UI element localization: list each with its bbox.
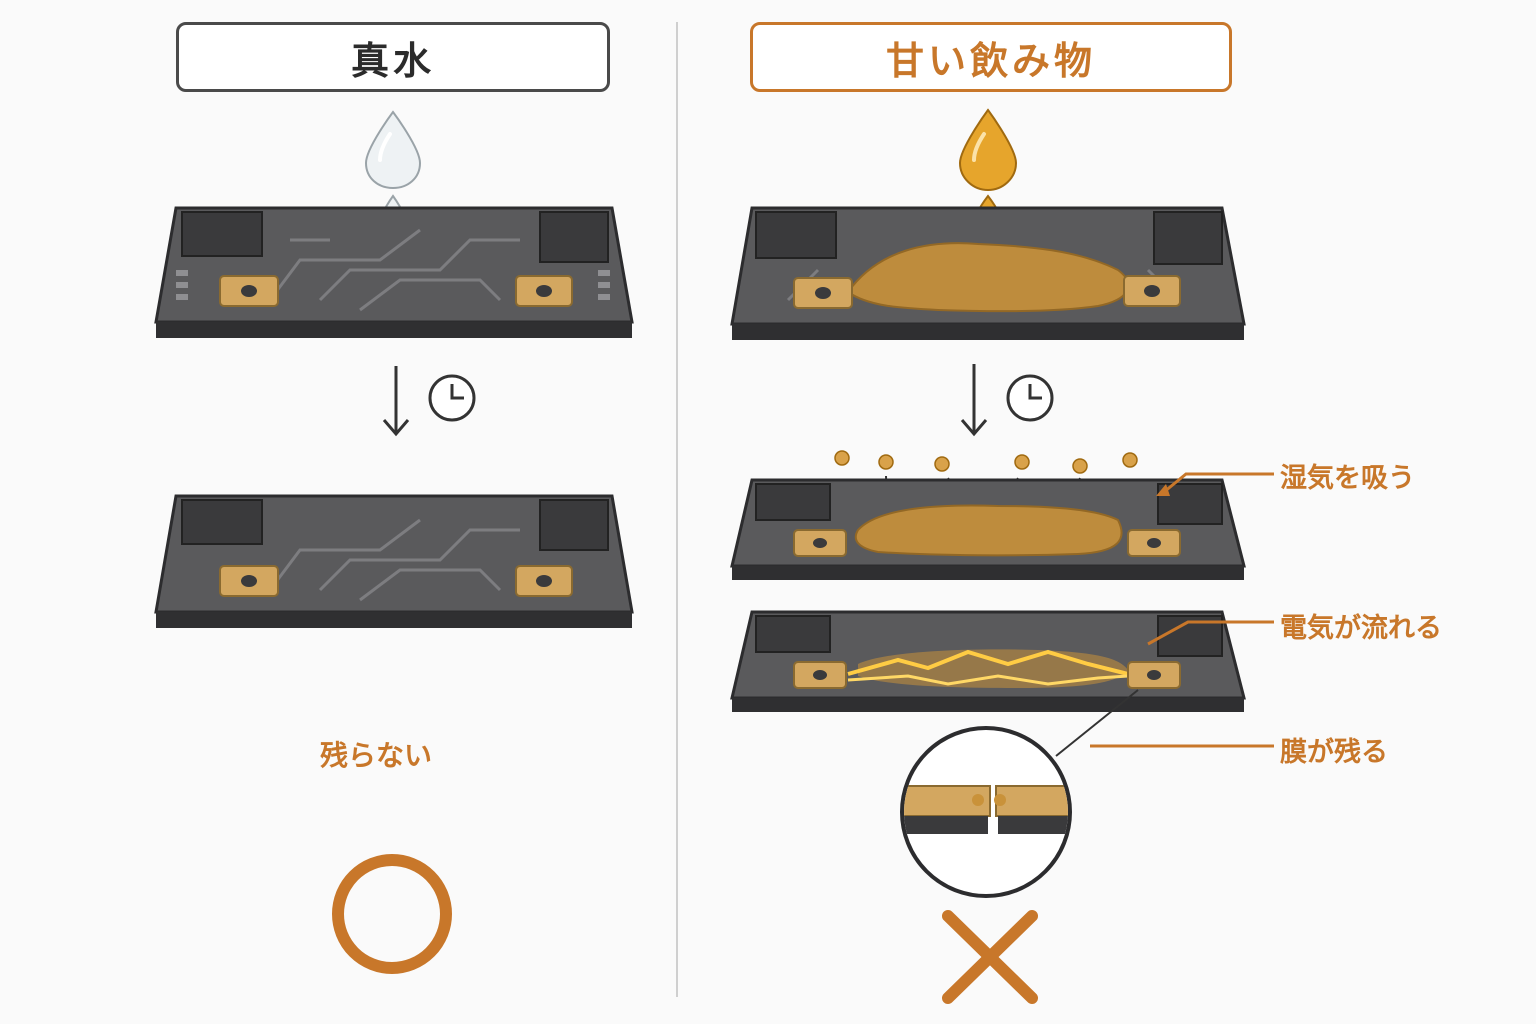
fresh-water-illustration [154, 110, 634, 974]
sweet-drink-title: 甘い飲み物 [750, 22, 1232, 92]
circuit-board-after [154, 494, 634, 628]
sweet-drink-illustration [730, 108, 1274, 1004]
ok-circle-icon [332, 854, 452, 974]
panel-divider [676, 22, 678, 997]
callout-conducts-electricity: 電気が流れる [1280, 613, 1442, 644]
fresh-water-title: 真水 [176, 22, 610, 92]
callout-absorbs-moisture: 湿気を吸う [1280, 463, 1415, 494]
sweet-drink-panel: 甘い飲み物 [678, 0, 1536, 1024]
clock-icon [428, 374, 476, 422]
circuit-board-short [730, 610, 1246, 712]
circuit-board-spill [730, 206, 1246, 340]
ng-cross-icon [942, 910, 1038, 1004]
moisture-particles [834, 450, 1138, 474]
result-caption: 残らない [320, 739, 433, 772]
magnifier-icon [900, 689, 1139, 898]
arrow-down-icon [382, 366, 410, 437]
fresh-water-panel: 真水 [0, 0, 676, 1024]
electric-spark-icon [847, 649, 1129, 676]
clock-icon [1006, 374, 1054, 422]
circuit-board-before [154, 206, 634, 338]
circuit-board-absorb [730, 478, 1246, 580]
callout-residue-remains: 膜が残る [1280, 737, 1388, 768]
callout-lines [1090, 472, 1274, 748]
arrow-down-icon [960, 364, 988, 437]
